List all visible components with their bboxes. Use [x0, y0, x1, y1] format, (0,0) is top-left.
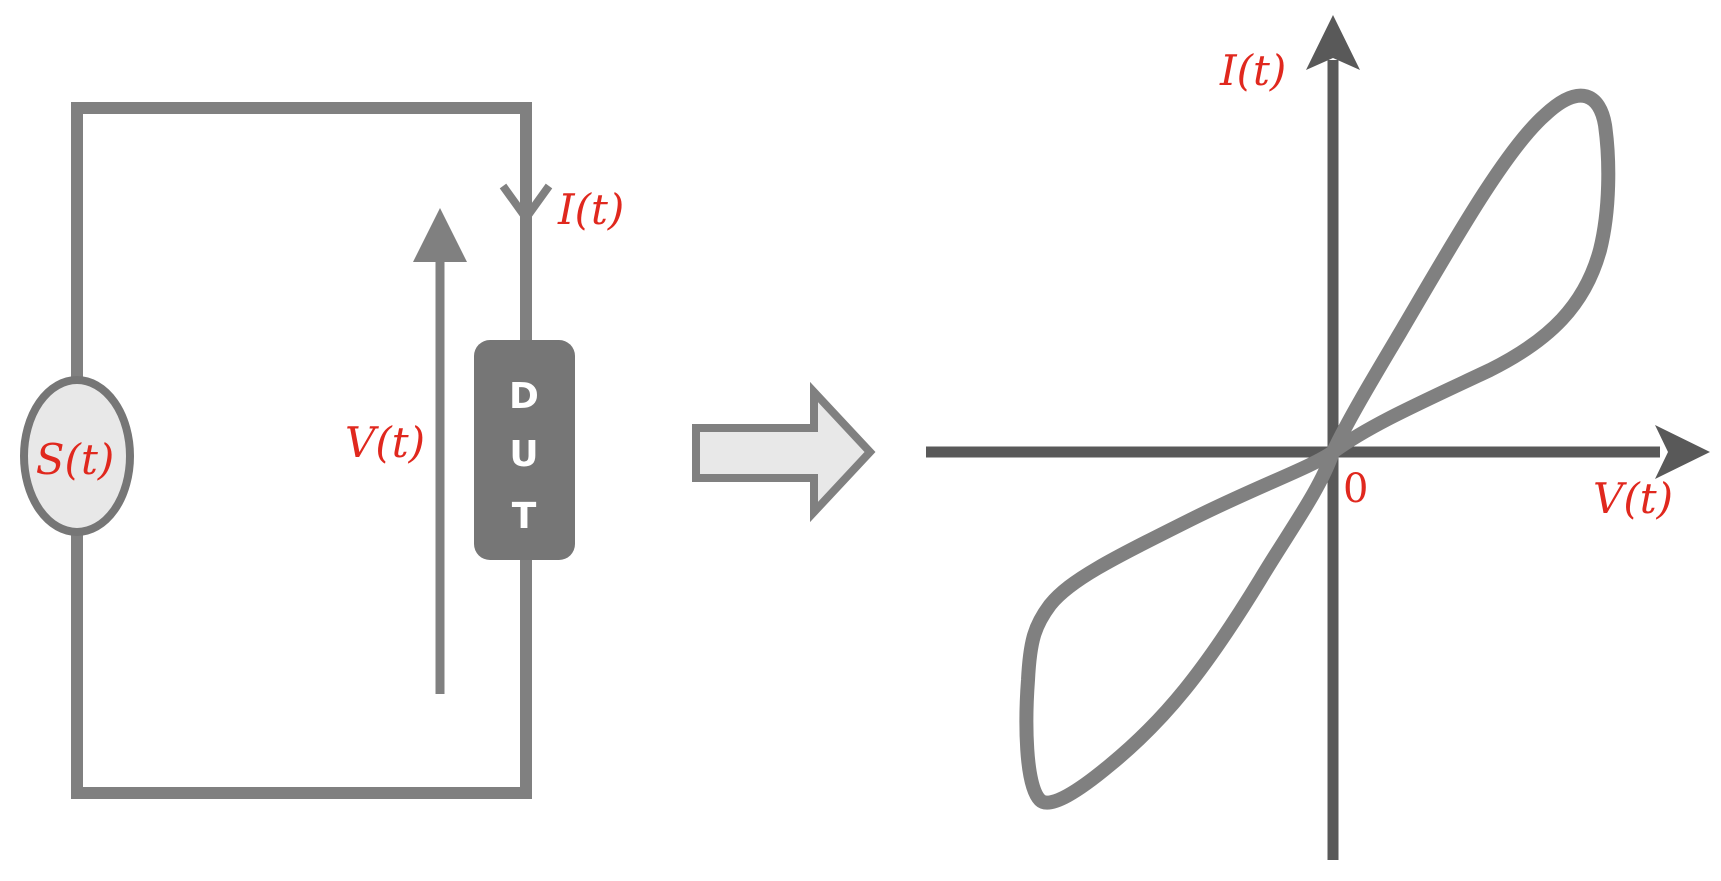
circuit-wire-bottom: [71, 530, 532, 799]
origin-label: 0: [1343, 466, 1368, 512]
dut-letter-u: U: [509, 434, 538, 475]
circuit-wire-top: [71, 102, 532, 382]
current-label: I(t): [557, 185, 624, 234]
dut-letter-d: D: [509, 376, 539, 417]
dut-block: [474, 340, 575, 560]
transform-arrow-icon: [692, 381, 876, 523]
voltage-arrow-head-icon: [413, 208, 467, 262]
hysteresis-curve: [1019, 88, 1616, 810]
source-ellipse: [20, 376, 134, 536]
source-label: S(t): [36, 435, 114, 484]
y-axis-label: I(t): [1219, 46, 1286, 95]
iv-graph: I(t) V(t) 0: [926, 15, 1710, 860]
dut-letter-t: T: [512, 496, 537, 537]
circuit-schematic: D U T S(t) I(t) V(t): [20, 102, 624, 799]
y-axis-arrow-icon: [1306, 15, 1360, 70]
current-arrow-icon: [499, 183, 553, 225]
x-axis-label: V(t): [1593, 474, 1673, 523]
x-axis-arrow-icon: [1655, 425, 1710, 479]
voltage-label: V(t): [345, 418, 425, 467]
